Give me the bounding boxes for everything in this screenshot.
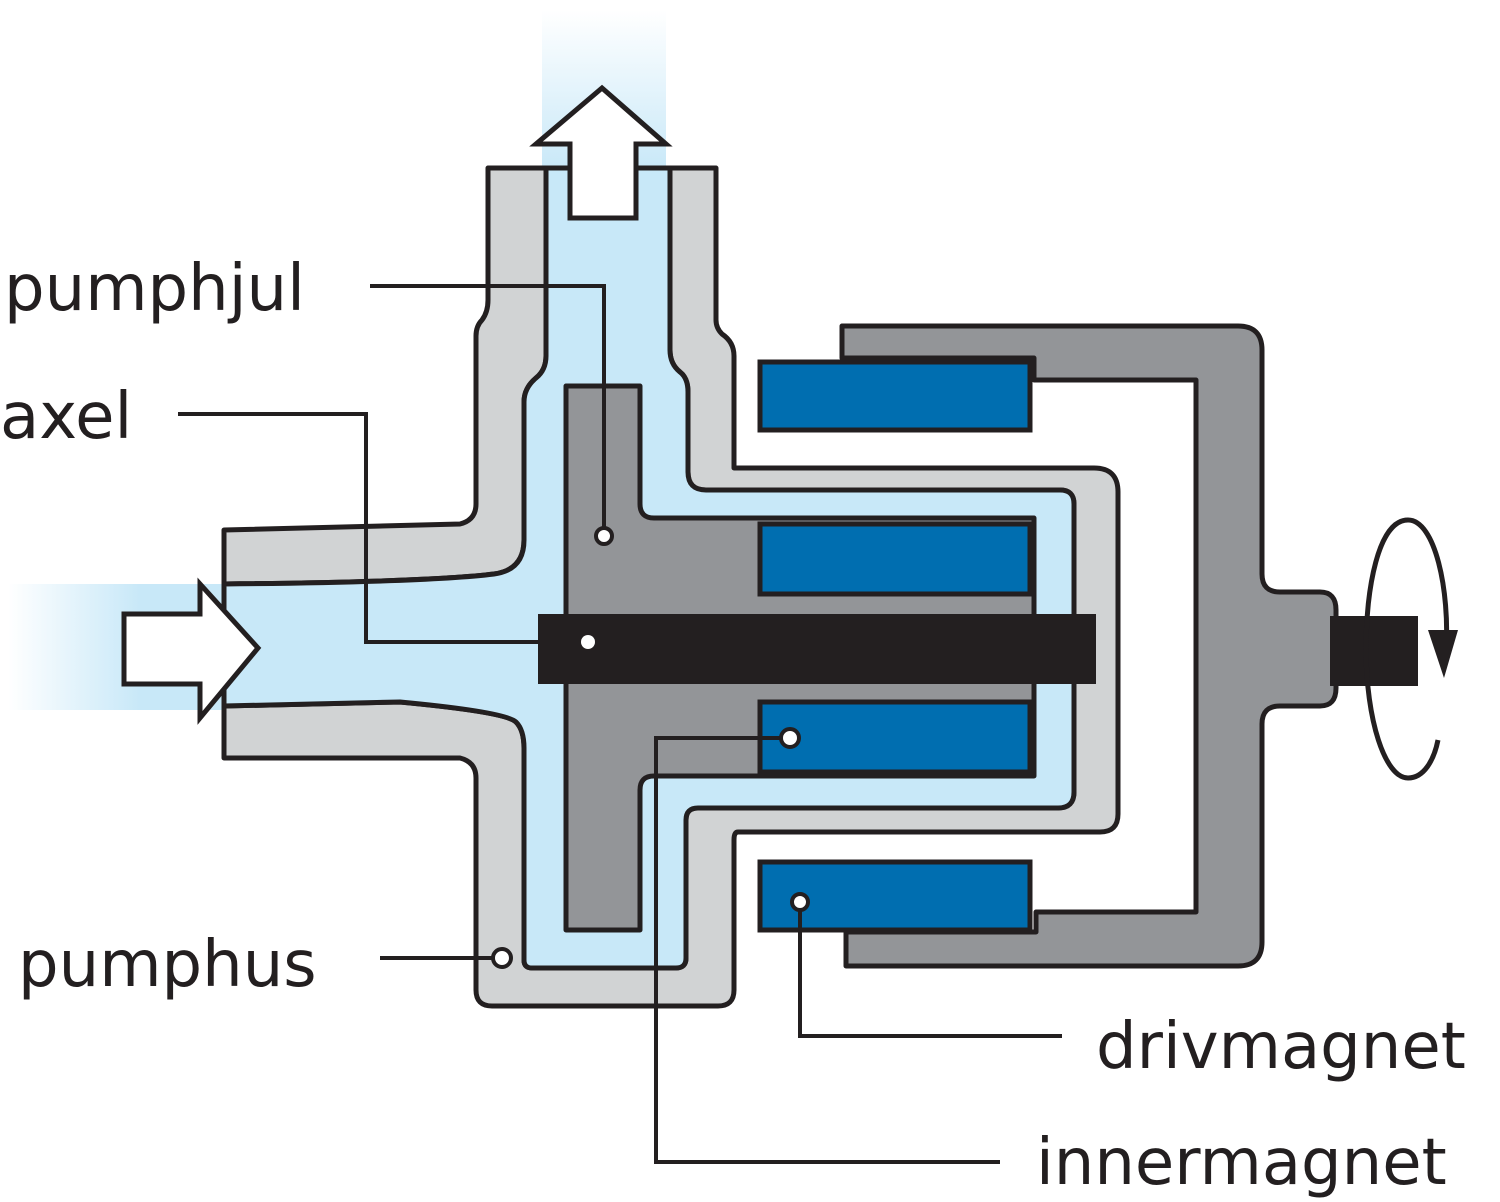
label-pumphjul: pumphjul	[4, 252, 305, 326]
rotation-arrowhead	[1428, 630, 1458, 678]
dot-innermagnet	[779, 727, 801, 749]
leader-axel	[178, 412, 584, 644]
inner-magnet-top	[757, 521, 1033, 597]
drive-carrier	[839, 323, 1339, 969]
inner-magnet-bottom	[757, 699, 1033, 775]
leader-drivmagnet	[798, 906, 1062, 1038]
rotation-icon	[1363, 517, 1450, 781]
label-pumphus: pumphus	[18, 928, 317, 1002]
label-drivmagnet: drivmagnet	[1096, 1010, 1466, 1084]
label-axel: axel	[0, 380, 132, 454]
arrow-up-icon	[529, 84, 673, 221]
dot-pumphjul	[594, 526, 614, 546]
leader-pumphjul	[370, 284, 606, 530]
label-innermagnet: innermagnet	[1036, 1126, 1447, 1200]
drive-magnet-top	[757, 359, 1033, 433]
dot-pumphus	[491, 947, 513, 969]
dot-axel	[581, 635, 595, 649]
arrow-right-icon	[121, 577, 262, 725]
leader-innermagnet	[654, 736, 1000, 1164]
dot-drivmagnet	[790, 892, 810, 912]
shaft	[538, 614, 1096, 684]
output-shaft	[1330, 616, 1418, 686]
